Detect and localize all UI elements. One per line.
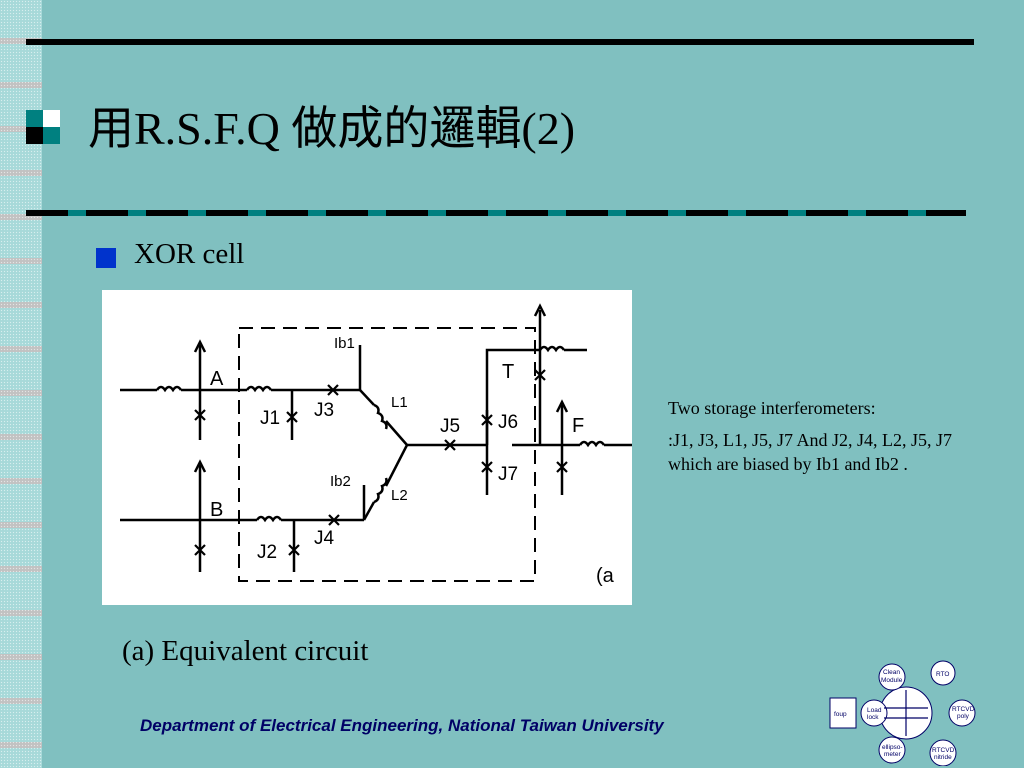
department-logo-icon: Clean Module RTO foup Load lock RTCVD po… bbox=[829, 660, 976, 766]
label-Ib1: Ib1 bbox=[334, 335, 355, 352]
bullet-text: XOR cell bbox=[134, 238, 245, 270]
label-F: F bbox=[572, 415, 584, 437]
figure-caption: (a) Equivalent circuit bbox=[122, 635, 369, 667]
label-J1: J1 bbox=[260, 408, 280, 429]
logo-text-meter: meter bbox=[884, 751, 901, 758]
label-L1: L1 bbox=[391, 394, 408, 411]
title-bullet-icon bbox=[26, 110, 60, 144]
label-J6: J6 bbox=[498, 412, 518, 433]
top-rule bbox=[26, 39, 974, 45]
note-line-1: Two storage interferometers: bbox=[668, 398, 876, 418]
logo-text-foup: foup bbox=[834, 711, 847, 718]
label-T: T bbox=[502, 361, 514, 383]
logo-text-load: Load bbox=[867, 707, 882, 714]
dashed-rule bbox=[26, 210, 966, 216]
label-J2: J2 bbox=[257, 542, 277, 563]
label-A: A bbox=[210, 368, 224, 390]
label-Ib2: Ib2 bbox=[330, 473, 351, 490]
logo-text-ellipso: ellipso- bbox=[882, 744, 903, 751]
logo-text-nitride: nitride bbox=[934, 754, 952, 761]
label-L2: L2 bbox=[391, 487, 408, 504]
annotation-text: Two storage interferometers: :J1, J3, L1… bbox=[668, 396, 958, 484]
logo-text-poly: poly bbox=[957, 713, 970, 720]
logo-text-clean: Clean bbox=[883, 669, 900, 676]
slide-title: 用R.S.F.Q 做成的邏輯(2) bbox=[88, 103, 576, 154]
logo-text-rtcvd-nitride: RTCVD bbox=[932, 747, 955, 754]
logo-text-module: Module bbox=[881, 677, 903, 684]
label-J3: J3 bbox=[314, 400, 334, 421]
note-line-2: :J1, J3, L1, J5, J7 And J2, J4, L2, J5, … bbox=[668, 430, 953, 474]
label-J5: J5 bbox=[440, 416, 460, 437]
square-bullet-icon bbox=[96, 248, 116, 268]
logo-text-rto: RTO bbox=[936, 671, 950, 678]
label-J7: J7 bbox=[498, 464, 518, 485]
footer-department: Department of Electrical Engineering, Na… bbox=[140, 716, 664, 735]
logo-text-lock: lock bbox=[867, 714, 879, 721]
circuit-image: A B T F J1 J2 J3 J4 J5 J6 J7 L1 L2 Ib1 I… bbox=[102, 290, 632, 605]
label-B: B bbox=[210, 499, 223, 521]
label-J4: J4 bbox=[314, 528, 335, 549]
logo-text-rtcvd-poly: RTCVD bbox=[952, 706, 975, 713]
label-panel-a: (a bbox=[596, 565, 615, 587]
xor-circuit-diagram: A B T F J1 J2 J3 J4 J5 J6 J7 L1 L2 Ib1 I… bbox=[120, 303, 632, 587]
